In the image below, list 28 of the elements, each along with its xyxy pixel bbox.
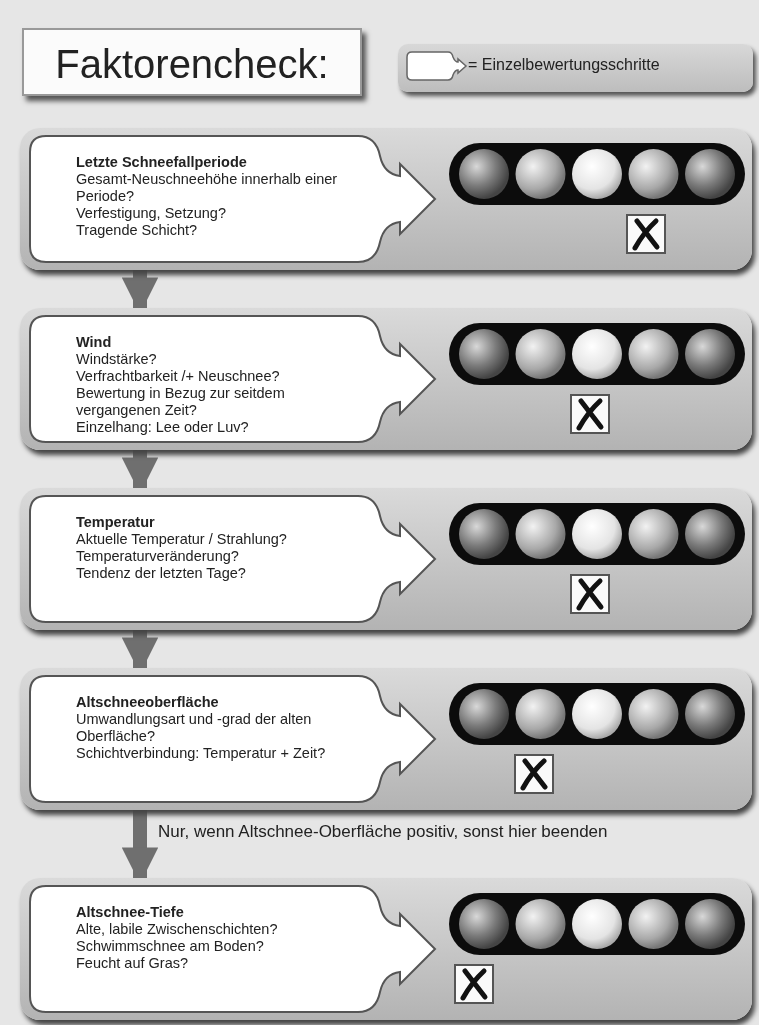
callout-text: Windstärke? — [76, 351, 158, 368]
callout-text: Schwimmschnee am Boden? — [76, 938, 265, 955]
callout-text: Verfrachtbarkeit /+ Neuschnee? — [76, 368, 281, 385]
callout-text: Umwandlungsart und -grad der alten Oberfläche? — [76, 711, 313, 745]
callout-box — [28, 494, 438, 624]
callout-text: Tragende Schicht? — [76, 222, 199, 239]
callout-box — [28, 134, 438, 264]
callout-text: Alte, labile Zwischenschichten? — [76, 921, 279, 938]
callout-text: Gesamt-Neuschneehöhe innerhalb einer Periode? — [76, 171, 339, 205]
callout-text: Tendenz der letzten Tage? — [76, 565, 247, 582]
edge-label: Nur, wenn Altschnee-Oberfläche positiv, sonst hier beenden — [156, 822, 610, 842]
callout-text: Bewertung in Bezug zur seitdem vergangenen Zeit? — [76, 385, 286, 419]
callout-heading: Altschnee-Tiefe — [76, 904, 185, 921]
callout-text: Feucht auf Gras? — [76, 955, 190, 972]
callout-box — [28, 884, 438, 1014]
callout-heading: Temperatur — [76, 514, 156, 531]
callout-text: Aktuelle Temperatur / Strahlung? — [76, 531, 288, 548]
title: Faktorencheck: — [22, 28, 362, 96]
callout-box — [28, 674, 438, 804]
callout-box — [28, 314, 438, 444]
callout-heading: Altschneeoberfläche — [76, 694, 220, 711]
callout-heading: Letzte Schneefallperiode — [76, 154, 248, 171]
callout-text: Einzelhang: Lee oder Luv? — [76, 419, 250, 436]
callout-text: Schichtverbindung: Temperatur + Zeit? — [76, 745, 327, 762]
callout-text: Verfestigung, Setzung? — [76, 205, 227, 222]
callout-text: Temperaturveränderung? — [76, 548, 240, 565]
legend-text: = Einzelbewertungsschritte — [468, 56, 660, 74]
callout-heading: Wind — [76, 334, 113, 351]
